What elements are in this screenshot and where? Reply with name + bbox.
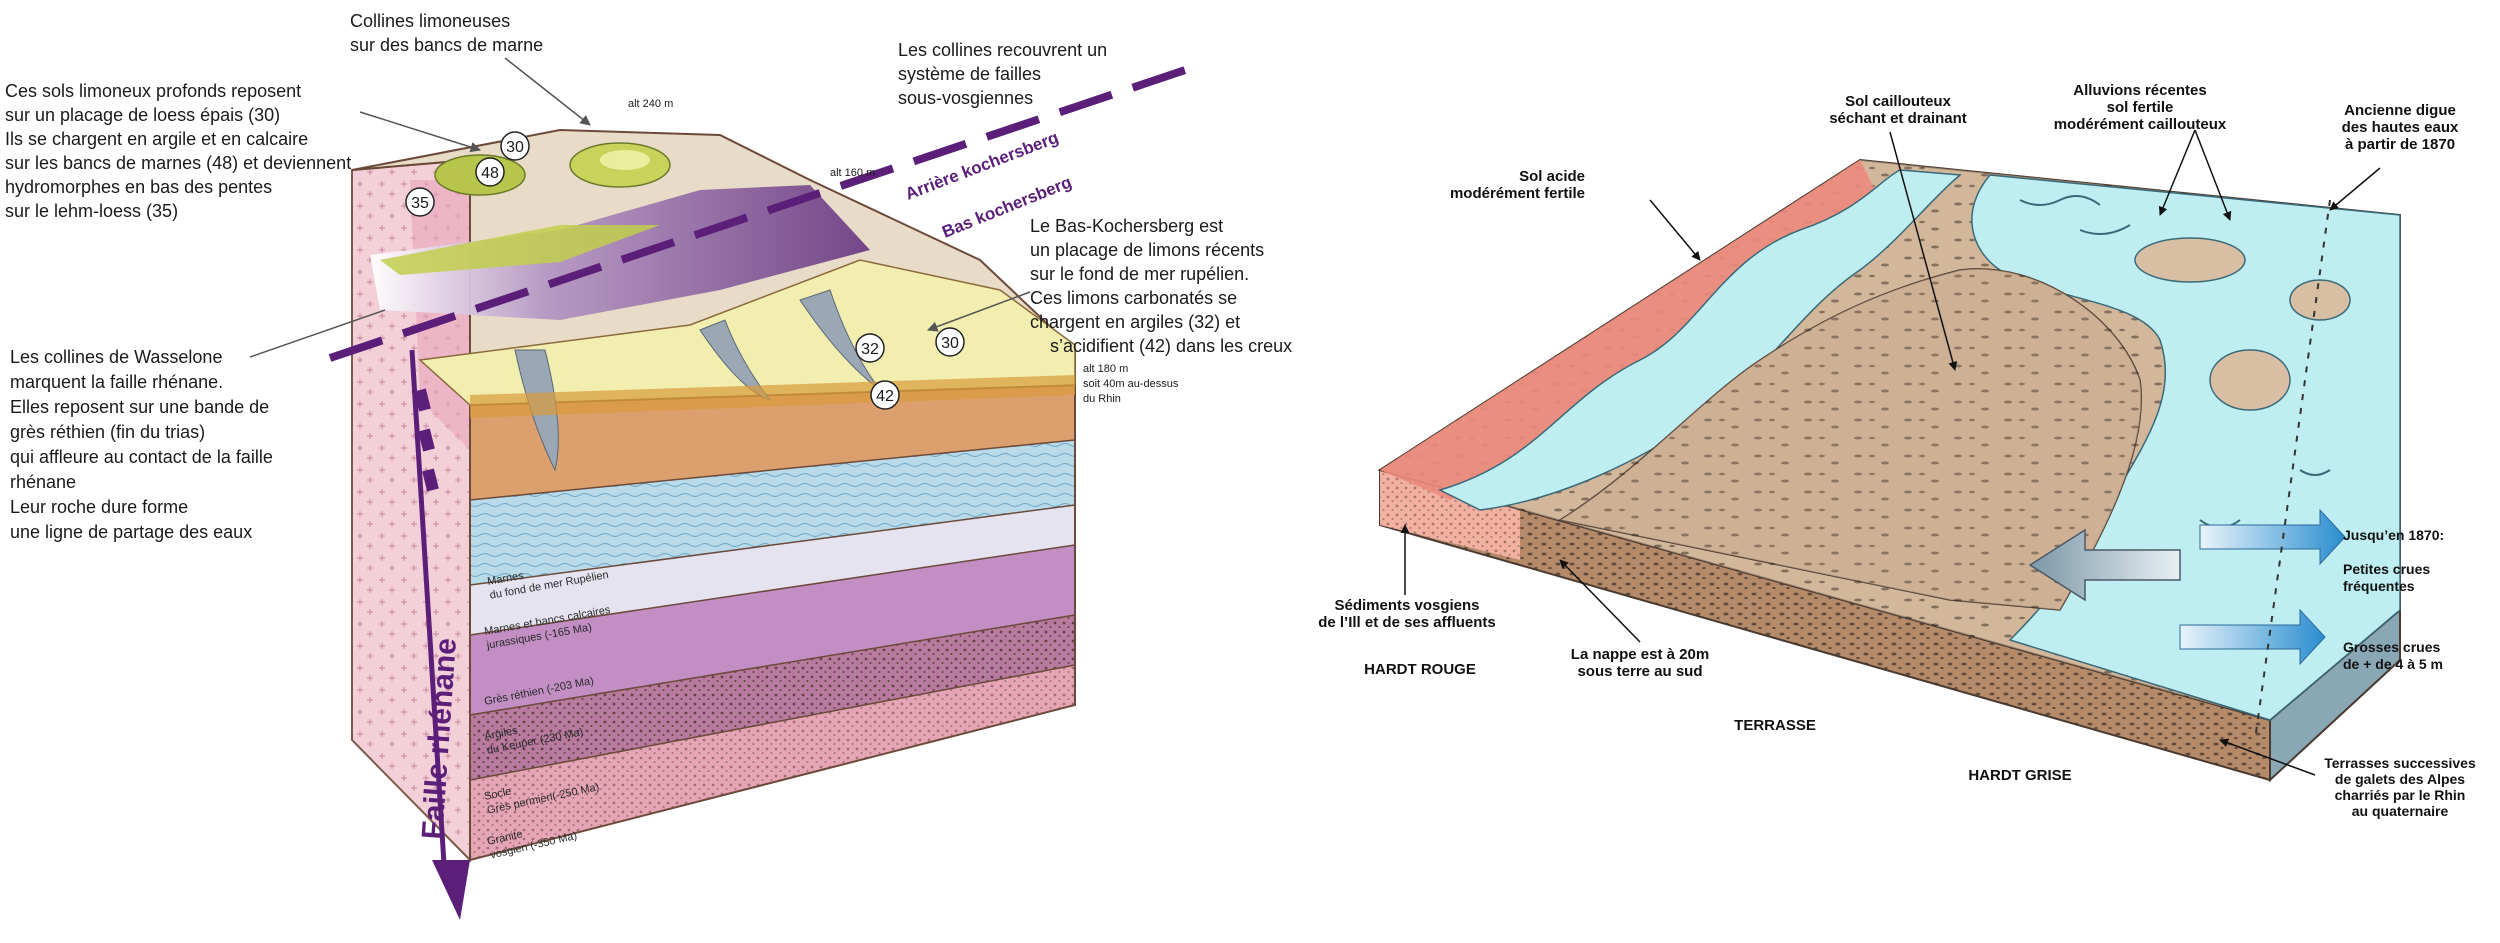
svg-text:30: 30	[506, 139, 524, 156]
layer-socle-1: Socle	[483, 785, 512, 802]
badge-30-top: 30	[500, 131, 530, 161]
terrasse-label: TERRASSE	[1734, 717, 1816, 734]
jusqu-en-1870-text: Jusqu’en 1870:	[2343, 527, 2444, 543]
badge-48: 48	[475, 157, 505, 187]
svg-text:42: 42	[876, 388, 894, 405]
badge-35: 35	[405, 187, 435, 217]
hardt-rouge-label: HARDT ROUGE	[1364, 661, 1476, 678]
svg-text:48: 48	[481, 165, 499, 182]
svg-text:32: 32	[861, 341, 879, 358]
alt-240: alt 240 m	[628, 98, 673, 110]
badge-30-right: 30	[935, 327, 965, 357]
alt-160: alt 160 m	[830, 167, 875, 179]
svg-text:35: 35	[411, 195, 429, 212]
svg-text:30: 30	[941, 335, 959, 352]
left-block-diagram: 30 48 35 32 30 42 Marnesdu fond de mer R…	[5, 11, 1292, 920]
hardt-grise-label: HARDT GRISE	[1968, 767, 2071, 784]
badge-42: 42	[870, 380, 900, 410]
badge-32: 32	[855, 333, 885, 363]
